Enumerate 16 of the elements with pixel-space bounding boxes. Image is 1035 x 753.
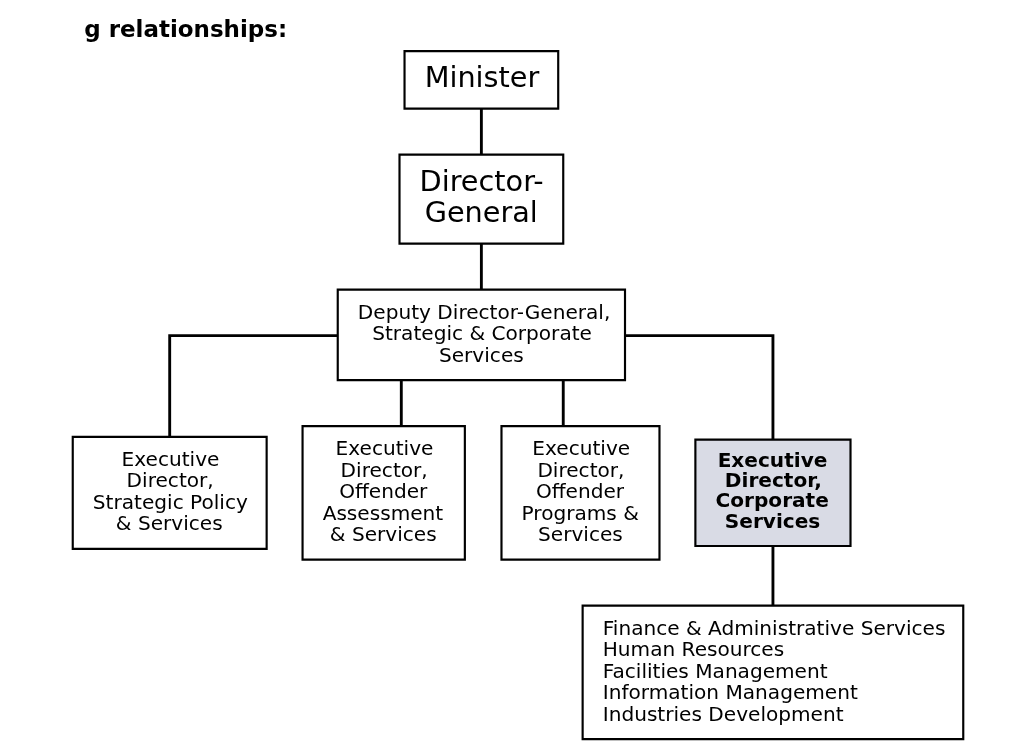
connector [561,380,565,426]
node-box: Deputy Director-General, Strategic & Corporate Services [336,288,626,382]
connector [167,334,337,437]
diagram-title: g relationships: [83,15,287,42]
node-box: Finance & Administrative Services Human Resources Facilities Management Information Management Industries Development [581,604,964,741]
connector [771,546,774,606]
connector [479,108,483,155]
node-box: Executive Director, Offender Assessment & Services [300,424,466,561]
connector [624,334,774,440]
node-box: Minister [402,50,559,110]
connector [399,380,403,426]
node-box: Executive Director, Offender Programs & Services [499,424,661,561]
node-box: Executive Director, Strategic Policy & Services [71,435,268,550]
node-box: Director-General [397,153,564,245]
connector [479,243,483,290]
node-box: Executive Director, Corporate Services [693,438,852,548]
